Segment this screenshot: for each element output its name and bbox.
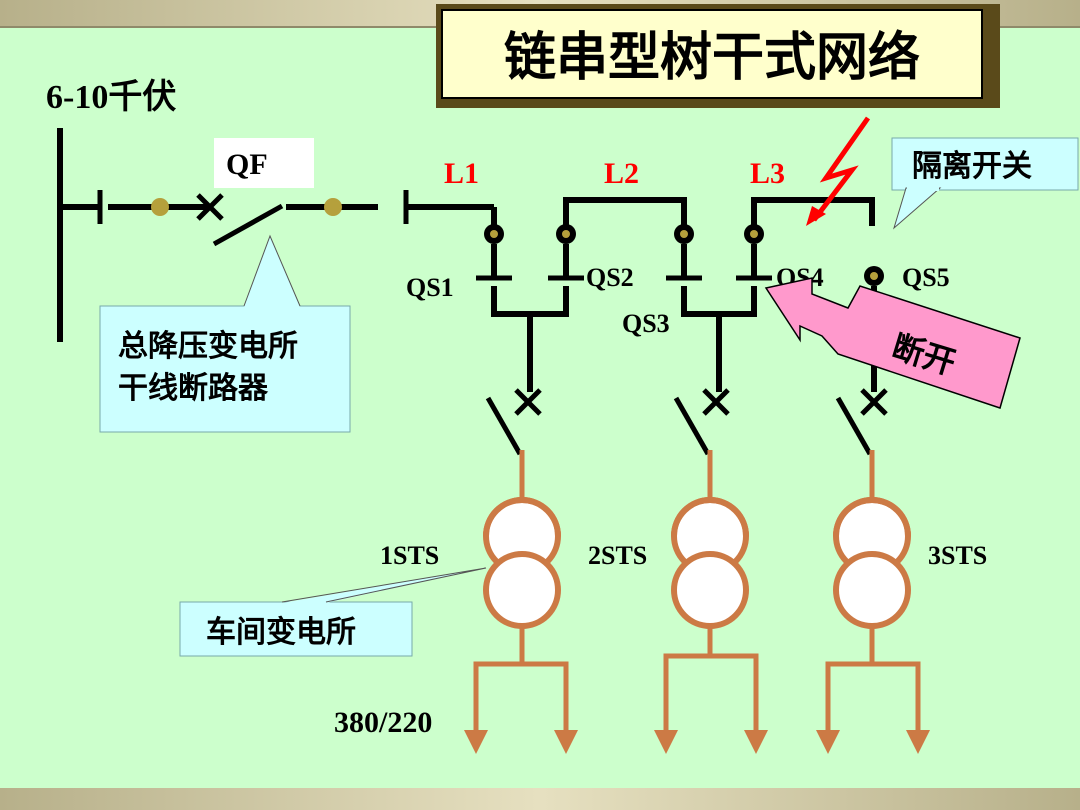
disconnect-callout: 断开 <box>764 277 1021 409</box>
main-breaker-callout: 总降压变电所 干线断路器 <box>99 234 351 433</box>
title-box: 链串型树干式网络 <box>436 4 1000 108</box>
breaker-node <box>324 198 342 216</box>
branch-1 <box>464 388 578 754</box>
transformer-label-3: 3STS <box>928 541 987 570</box>
isolator-callout-text: 隔离开关 <box>912 149 1032 184</box>
main-breaker-callout-line2: 干线断路器 <box>118 371 269 406</box>
main-breaker <box>60 190 494 247</box>
line-label-l2: L2 <box>604 157 639 190</box>
arrow-down-icon <box>654 730 678 754</box>
arrow-down-icon <box>906 730 930 754</box>
qs3-label: QS3 <box>622 309 670 338</box>
arrow-down-icon <box>816 730 840 754</box>
arrow-down-icon <box>554 730 578 754</box>
line-label-l1: L1 <box>444 157 479 190</box>
breaker-node <box>151 198 169 216</box>
arrow-down-icon <box>744 730 768 754</box>
transformer-label-1: 1STS <box>380 541 439 570</box>
qs1-label: QS1 <box>406 273 454 302</box>
transformer-label-2: 2STS <box>588 541 647 570</box>
branch-2 <box>654 388 768 754</box>
isolator-group-2 <box>666 224 772 392</box>
breaker-label: QF <box>226 148 268 181</box>
isolator-group-1 <box>476 224 584 392</box>
voltage-label: 380/220 <box>334 706 432 739</box>
isolator-callout: 隔离开关 <box>891 137 1079 230</box>
transformer-winding <box>833 551 911 629</box>
main-breaker-callout-line1: 总降压变电所 <box>118 329 298 364</box>
qs5-label: QS5 <box>902 263 950 292</box>
lightning-bolt-icon <box>806 116 871 226</box>
workshop-callout: 车间变电所 <box>179 567 487 657</box>
line-label-l3: L3 <box>750 157 785 190</box>
qs2-label: QS2 <box>586 263 634 292</box>
branch-3 <box>816 388 930 754</box>
title: 链串型树干式网络 <box>504 28 920 88</box>
arrow-down-icon <box>764 277 1021 409</box>
transformer-winding <box>671 551 749 629</box>
breaker-blade <box>212 203 284 247</box>
bus-label: 6-10千伏 <box>46 78 176 116</box>
transformer-winding <box>483 551 561 629</box>
workshop-callout-text: 车间变电所 <box>206 615 356 650</box>
arrow-down-icon <box>464 730 488 754</box>
